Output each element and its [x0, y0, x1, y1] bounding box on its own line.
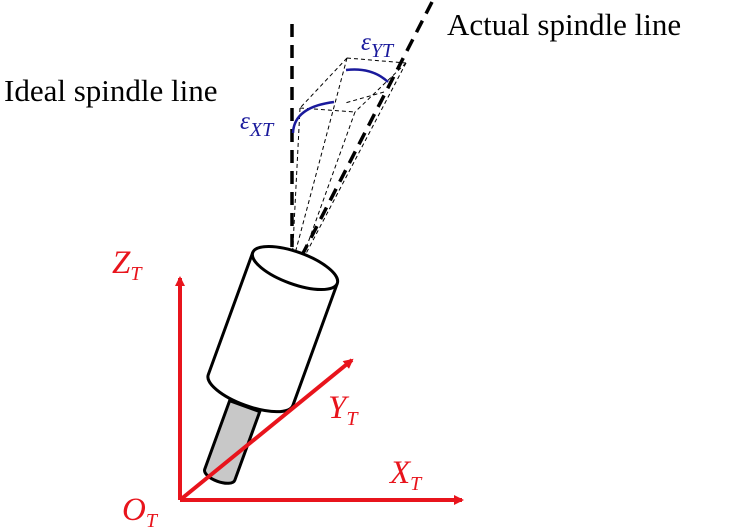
actual-spindle-line-label: Actual spindle line — [447, 7, 681, 42]
ideal-spindle-line-label: Ideal spindle line — [4, 73, 218, 108]
eps-yt-label: εYT — [361, 29, 395, 62]
spindle-housing — [206, 244, 340, 414]
eps-xt-arc — [291, 100, 335, 134]
y-axis-label: YT — [328, 390, 359, 430]
origin-label: OT — [122, 492, 159, 529]
eps-xt-label: εXT — [240, 108, 275, 141]
tool-shank — [203, 398, 262, 485]
y-axis — [178, 358, 354, 502]
x-axis-label: XT — [388, 455, 423, 495]
construction-lines — [291, 57, 407, 266]
actual-spindle-line — [295, 1, 434, 266]
z-axis-label: ZT — [112, 245, 143, 285]
eps-yt-arc — [345, 68, 389, 83]
